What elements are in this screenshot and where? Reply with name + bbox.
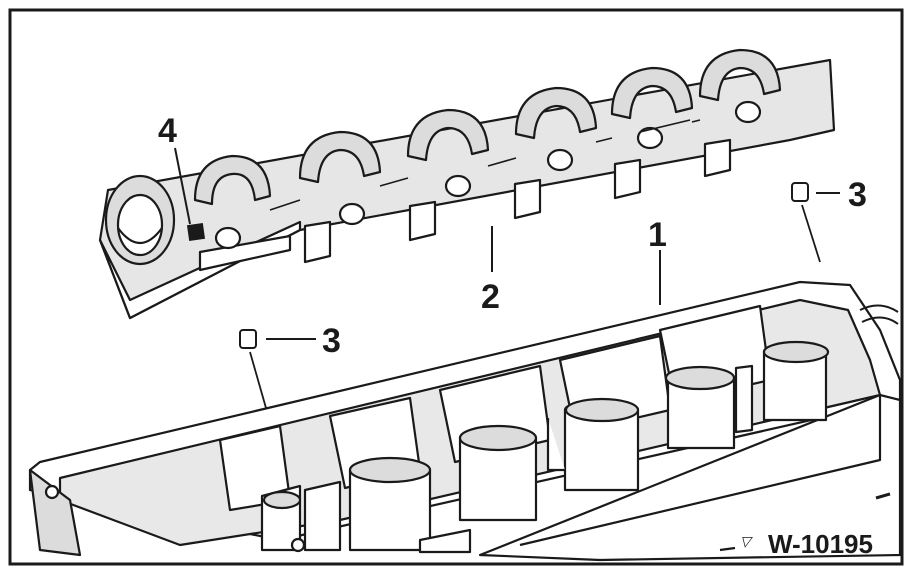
- callout-4: 4: [158, 112, 177, 150]
- callout-3-right: 3: [848, 176, 867, 214]
- leader-3b-down: [249, 351, 267, 409]
- figure-code: W-10195: [768, 529, 873, 559]
- dowel-sleeve-right: [791, 182, 809, 202]
- bearing-frame: [98, 48, 836, 320]
- leader-3a-down: [801, 204, 821, 263]
- dowel-sleeve-left: [239, 329, 257, 349]
- callout-1: 1: [648, 216, 667, 254]
- marker-block: [186, 222, 206, 242]
- callout-2: 2: [481, 278, 500, 316]
- cylinder-head: ▽: [28, 280, 902, 562]
- svg-text:▽: ▽: [740, 533, 753, 549]
- callout-3-left: 3: [322, 322, 341, 360]
- leader-4: [174, 147, 191, 225]
